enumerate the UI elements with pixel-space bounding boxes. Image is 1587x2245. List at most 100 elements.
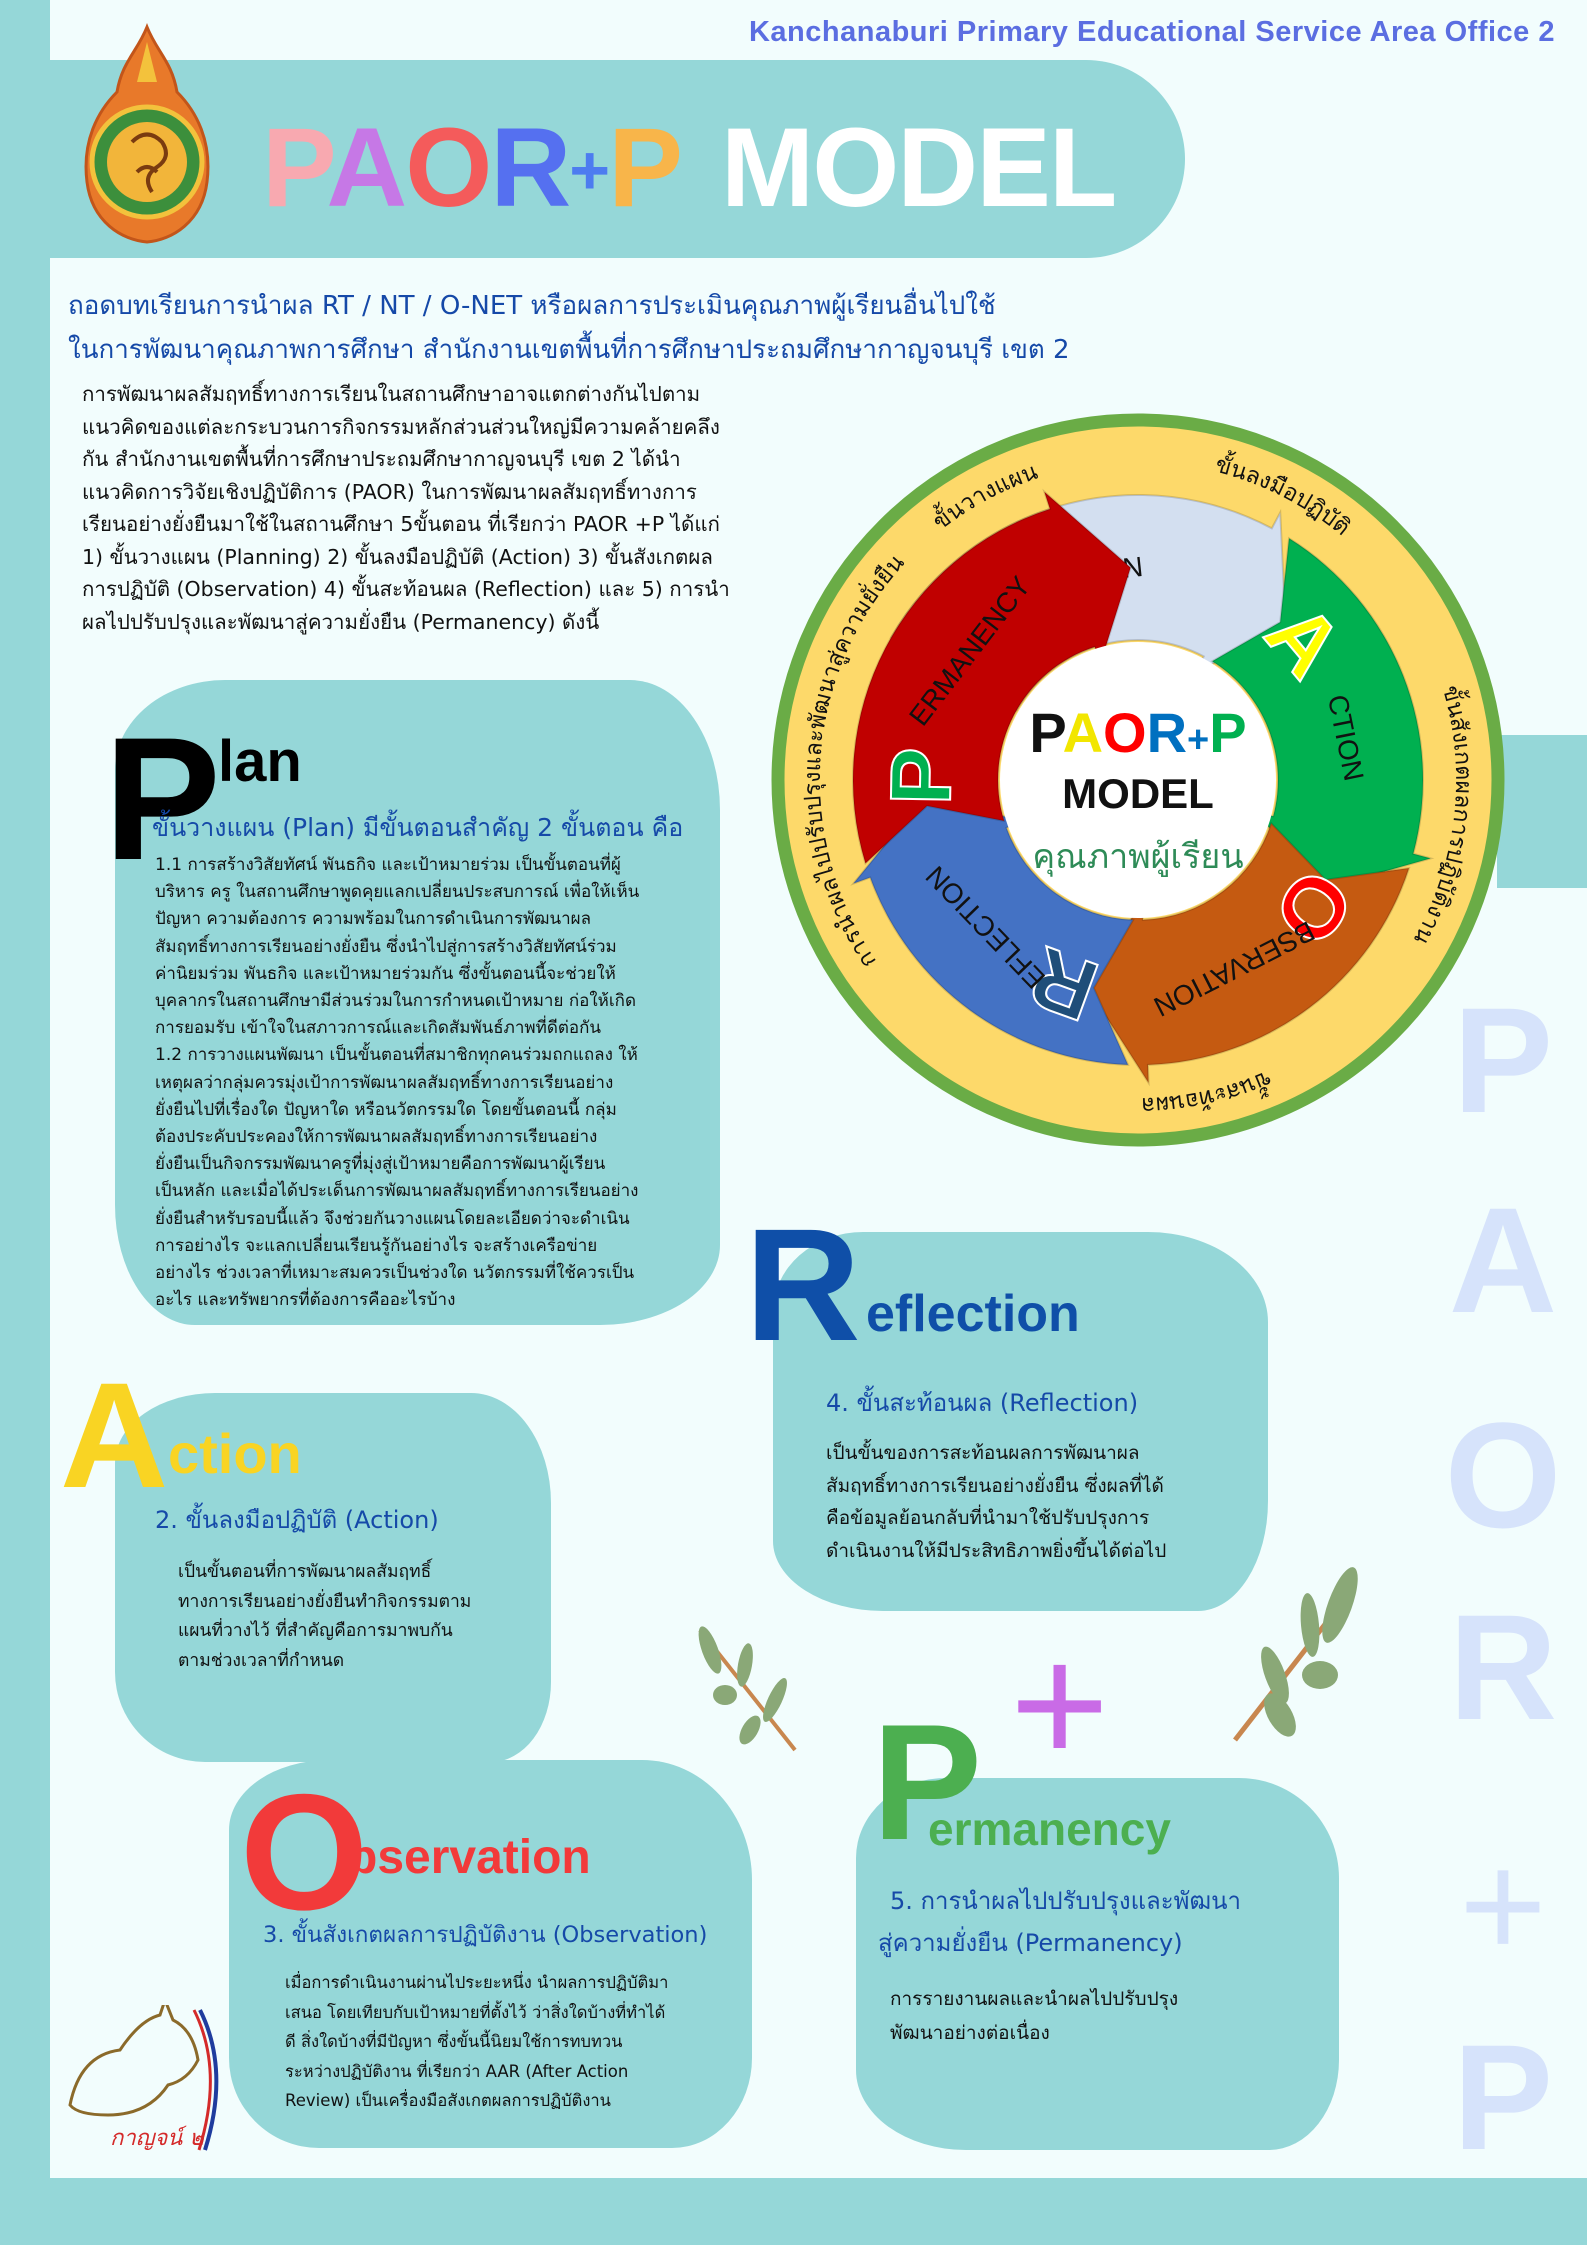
body-line: การยอมรับ เข้าใจในสภาวการณ์และเกิดสัมพัน… (155, 1018, 602, 1039)
body-line: เป็นขั้นตอนที่การพัฒนาผลสัมฤทธิ์ (178, 1562, 432, 1582)
body-line: สัมฤทธิ์ทางการเรียนอย่างยั่งยืน ซึ่งผลที… (826, 1474, 1164, 1497)
cycle-arrow-eflection (850, 793, 1135, 1066)
reflection-card (773, 1232, 1268, 1611)
center-letter: P (1209, 701, 1246, 764)
center-letter: + (1187, 719, 1209, 761)
subtitle: ถอดบทเรียนการนำผล RT / NT / O-NET หรือผล… (68, 284, 1070, 372)
intro-line: แนวคิดการวิจัยเชิงปฏิบัติการ (PAOR) ในกา… (82, 479, 697, 504)
body-line: ตามช่วงเวลาที่กำหนด (178, 1650, 345, 1671)
body-line: สัมฤทธิ์ทางการเรียนอย่างยั่งยืน ซึ่งนำไป… (155, 936, 617, 957)
center-letter: R (1147, 701, 1187, 764)
left-border-stripe (0, 0, 50, 2245)
body-line: บริหาร ครู ในสถานศึกษาพูดคุยแลกเปลี่ยนปร… (155, 882, 640, 903)
permanency-body: การรายงานผลและนำผลไปปรับปรุง พัฒนาอย่างต… (890, 1982, 1178, 2050)
body-line: คือข้อมูลย้อนกลับที่นำมาใช้ปรับปรุงการ (826, 1507, 1150, 1529)
title-letter: P (608, 105, 683, 230)
side-letter: R (1448, 1583, 1558, 1751)
title-letter: + (569, 131, 610, 209)
body-line: ระหว่างปฏิบัติงาน ที่เรียกว่า AAR (After… (285, 2061, 629, 2081)
plan-body: 1.1 การสร้างวิสัยทัศน์ พันธกิจ และเป้าหม… (155, 852, 639, 1314)
observation-card (229, 1760, 752, 2148)
title-letter: P (262, 105, 328, 230)
obec-emblem-logo (84, 22, 210, 244)
side-letter: P (1452, 2013, 1554, 2181)
body-line: อะไร และทรัพยากรที่ต้องการคืออะไรบ้าง (155, 1290, 456, 1311)
cycle-arrow-ction (1210, 536, 1435, 891)
intro-line: แนวคิดของแต่ละกระบวนการกิจกรรมหลักส่วนส่… (82, 414, 720, 439)
body-line: บุคลากรในสถานศึกษามีส่วนร่วมในการกำหนดเป… (155, 991, 636, 1012)
cycle-arrow-ermanency (852, 488, 1132, 866)
body-line: ต้องประคับประคองให้การพัฒนาผลสัมฤทธิ์ทาง… (155, 1127, 598, 1148)
body-line: พัฒนาอย่างต่อเนื่อง (890, 2022, 1050, 2044)
plan-heading: ขั้นวางแผน (Plan) มีขั้นตอนสำคัญ 2 ขั้นต… (152, 813, 684, 842)
observation-word: bservation (348, 1831, 591, 1884)
intro-line: เรียนอย่างยั่งยืนมาใช้ในสถานศึกษา 5ขั้นต… (82, 512, 720, 536)
permanency-word: ermanency (928, 1803, 1171, 1855)
body-line: เป็นขั้นของการสะท้อนผลการพัฒนาผล (826, 1442, 1140, 1464)
action-body: เป็นขั้นตอนที่การพัฒนาผลสัมฤทธิ์ทางการเร… (178, 1558, 471, 1676)
body-line: ยั่งยืนไปที่เรื่องใด ปัญหาใด หรือนวัตกรร… (155, 1099, 617, 1120)
center-title: PAOR+P (1029, 701, 1246, 764)
reflection-heading: 4. ขั้นสะท้อนผล (Reflection) (826, 1389, 1139, 1417)
action-card (115, 1393, 551, 1762)
body-line: การรายงานผลและนำผลไปปรับปรุง (890, 1988, 1179, 2010)
intro-line: การพัฒนาผลสัมฤทธิ์ทางการเรียนในสถานศึกษา… (82, 382, 701, 406)
subtitle-line: ในการพัฒนาคุณภาพการศึกษา สำนักงานเขตพื้น… (68, 335, 1070, 365)
heading-line: สู่ความยั่งยืน (Permanency) (878, 1929, 1183, 1957)
permanency-initial: P (872, 1690, 983, 1874)
body-line: ค่านิยมร่วม พันธกิจ และเป้าหมายร่วมกัน ซ… (155, 963, 616, 984)
subtitle-line: ถอดบทเรียนการนำผล RT / NT / O-NET หรือผล… (68, 291, 996, 321)
right-accent-bar (1497, 735, 1587, 888)
center-letter: P (1029, 701, 1065, 764)
reflection-initial: R (745, 1195, 861, 1374)
leaf-branch-icon (698, 1626, 797, 1752)
body-line: เหตุผลว่ากลุ่มควรมุ่งเป้าการพัฒนาผลสัมฤท… (155, 1072, 614, 1093)
plus-sign: + (1010, 1610, 1110, 1800)
plan-card (115, 680, 720, 1325)
body-line: Review) เป็นเครื่องมือสังเกตผลการปฏิบัติ… (285, 2091, 611, 2110)
side-letter: P (1452, 976, 1554, 1144)
body-line: 1.1 การสร้างวิสัยทัศน์ พันธกิจ และเป้าหม… (155, 855, 621, 875)
center-letter: A (1063, 701, 1103, 764)
body-line: ดี สิ่งใดบ้างที่มีปัญหา ซึ่งขั้นนี้นิยมใ… (285, 2032, 623, 2051)
kanchanaburi-elephant-logo: กาญจน์ ๒ (68, 2005, 219, 2151)
center-caption: คุณภาพผู้เรียน (1032, 837, 1243, 877)
body-line: ยั่งยืนสำหรับรอบนี้แล้ว จึงช่วยกันวางแผน… (155, 1208, 630, 1229)
intro-line: กัน สำนักงานเขตพื้นที่การศึกษาประถมศึกษา… (82, 447, 681, 471)
body-line: 1.2 การวางแผนพัฒนา เป็นขั้นตอนที่สมาชิกท… (155, 1045, 638, 1066)
bottom-band (0, 2178, 1587, 2245)
body-line: เสนอ โดยเทียบกับเป้าหมายที่ตั้งไว้ ว่าสิ… (285, 2002, 666, 2022)
center-circle (1000, 642, 1276, 918)
plan-initial: P (104, 702, 221, 897)
header-banner (50, 60, 1185, 258)
action-heading: 2. ขั้นลงมือปฏิบัติ (Action) (155, 1506, 439, 1534)
body-line: การอย่างไร จะแลกเปลี่ยนเรียนรู้กันอย่างไ… (155, 1235, 598, 1256)
body-line: แผนที่วางไว้ ที่สำคัญคือการมาพบกัน (178, 1621, 453, 1641)
center-model: MODEL (1062, 770, 1214, 817)
permanency-heading: 5. การนำผลไปปรับปรุงและพัฒนา สู่ความยั่ง… (878, 1880, 1241, 1964)
intro-paragraph: การพัฒนาผลสัมฤทธิ์ทางการเรียนในสถานศึกษา… (82, 378, 782, 638)
permanency-card (856, 1778, 1339, 2150)
plan-word: lan (218, 729, 302, 794)
side-letter: O (1444, 1391, 1562, 1559)
title-letter: O (405, 105, 492, 230)
side-letter: + (1459, 1821, 1547, 1989)
body-line: อย่างไร ช่วงเวลาที่เหมาะสมควรเป็นช่วงใด … (155, 1263, 635, 1284)
center-letter: O (1103, 701, 1147, 764)
body-line: ยั่งยืนเป็นกิจกรรมพัฒนาครูที่มุ่งสู่เป้า… (155, 1154, 606, 1175)
body-line: เมื่อการดำเนินงานผ่านไประยะหนึ่ง นำผลการ… (285, 1973, 669, 1992)
cycle-arrow-bservation (1085, 821, 1411, 1087)
reflection-body: เป็นขั้นของการสะท้อนผลการพัฒนาผลสัมฤทธิ์… (826, 1437, 1166, 1567)
leaf-branch-icon (1233, 1567, 1358, 1742)
observation-heading: 3. ขั้นสังเกตผลการปฏิบัติงาน (Observatio… (263, 1922, 708, 1948)
intro-line: 1) ขั้นวางแผน (Planning) 2) ขั้นลงมือปฏิ… (82, 544, 713, 569)
title-letter: R (490, 105, 571, 230)
organization-name: Kanchanaburi Primary Educational Service… (748, 16, 1555, 48)
side-letter: A (1448, 1176, 1558, 1344)
action-word: ction (168, 1422, 302, 1485)
body-line: ปัญหา ความต้องการ ความพร้อมในการดำเนินกา… (155, 909, 592, 930)
observation-body: เมื่อการดำเนินงานผ่านไประยะหนึ่ง นำผลการ… (285, 1968, 668, 2116)
title-model: MODEL (720, 105, 1117, 230)
intro-line: การปฏิบัติ (Observation) 4) ขั้นสะท้อนผล… (82, 577, 730, 601)
